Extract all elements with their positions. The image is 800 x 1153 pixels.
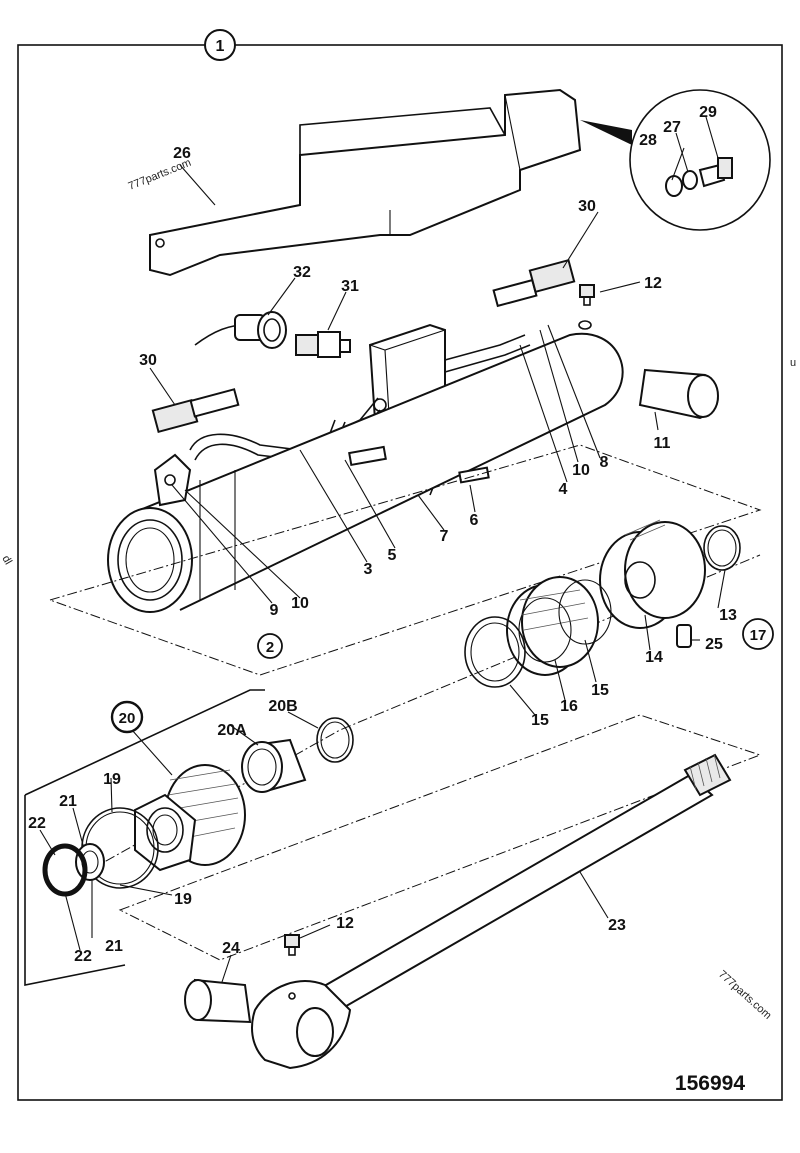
label-12-top: 12 <box>644 275 662 292</box>
head-bracket <box>24 689 265 986</box>
ring-15-b <box>558 579 612 645</box>
label-4: 4 <box>559 481 568 498</box>
fitting-30-right <box>492 258 576 308</box>
label-6: 6 <box>470 512 479 529</box>
ref-circle-17: 17 <box>742 618 774 650</box>
label-32: 32 <box>293 264 311 281</box>
label-14: 14 <box>645 649 663 666</box>
edge-fragment-right: u <box>790 357 796 369</box>
label-25: 25 <box>705 636 723 653</box>
fitting-30-left <box>151 388 240 434</box>
label-10-right: 10 <box>572 462 590 479</box>
label-11: 11 <box>654 435 671 452</box>
bush-11 <box>638 368 719 420</box>
bush-24 <box>184 978 252 1024</box>
pressure-switch-32 <box>194 311 287 349</box>
inset-bolt-detail <box>580 89 771 231</box>
label-8: 8 <box>600 454 609 471</box>
ref-circle-1: 1 <box>204 29 236 61</box>
label-10-left: 10 <box>291 595 309 612</box>
label-15-left: 15 <box>531 712 549 729</box>
svg-text:20: 20 <box>119 710 136 727</box>
label-20B: 20B <box>268 698 297 715</box>
label-21-top: 21 <box>59 793 77 810</box>
svg-text:17: 17 <box>750 627 767 644</box>
plane-lower <box>118 714 762 961</box>
label-12-bottom: 12 <box>336 915 354 932</box>
grease-nipple-12-top <box>579 284 595 306</box>
label-22-bottom: 22 <box>74 948 92 965</box>
label-31: 31 <box>341 278 359 295</box>
leader-lines <box>39 116 726 983</box>
piston-rod-23 <box>251 753 732 1070</box>
label-15-right: 15 <box>591 682 609 699</box>
label-3: 3 <box>364 561 373 578</box>
bearing-20A <box>241 738 307 793</box>
label-16: 16 <box>560 698 578 715</box>
cylinder-barrel <box>107 320 624 613</box>
label-19-top: 19 <box>103 771 121 788</box>
svg-text:2: 2 <box>266 639 274 656</box>
pin-25 <box>676 624 692 648</box>
piston-14 <box>599 519 706 629</box>
plane-upper <box>48 444 762 676</box>
drawing-number: 156994 <box>675 1072 745 1095</box>
mounting-bracket-26 <box>149 88 582 277</box>
label-21-bottom: 21 <box>105 938 123 955</box>
svg-text:1: 1 <box>216 38 225 55</box>
oring-13 <box>703 525 741 571</box>
tube-6 <box>458 466 490 484</box>
label-20A: 20A <box>217 722 247 739</box>
seal-16 <box>506 576 599 676</box>
label-7: 7 <box>440 528 449 545</box>
label-9: 9 <box>270 602 279 619</box>
edge-fragment-left: dl <box>0 554 14 567</box>
label-29: 29 <box>699 104 717 121</box>
gland-head-20 <box>134 764 246 872</box>
label-30-right: 30 <box>578 198 596 215</box>
label-26: 26 <box>173 145 191 162</box>
tube-7 <box>348 445 387 467</box>
label-22-top: 22 <box>28 815 46 832</box>
drawing-frame <box>17 44 783 1101</box>
ref-circle-20: 20 <box>110 700 144 734</box>
label-5: 5 <box>388 547 397 564</box>
ring-15-a <box>464 616 526 688</box>
label-30-left: 30 <box>139 352 157 369</box>
label-19-bottom: 19 <box>174 891 192 908</box>
label-27: 27 <box>663 119 681 136</box>
sensor-31 <box>295 331 351 358</box>
label-23: 23 <box>608 917 626 934</box>
grease-nipple-12-bottom <box>284 934 300 956</box>
watermark-top: 777parts.com <box>127 157 193 193</box>
ref-circle-2: 2 <box>257 633 283 659</box>
label-24: 24 <box>222 940 240 957</box>
watermark-bottom: 777parts.com <box>716 968 774 1022</box>
wiper-21 <box>75 843 105 881</box>
label-13: 13 <box>719 607 737 624</box>
label-28: 28 <box>639 132 657 149</box>
circlip-20B <box>316 717 354 763</box>
